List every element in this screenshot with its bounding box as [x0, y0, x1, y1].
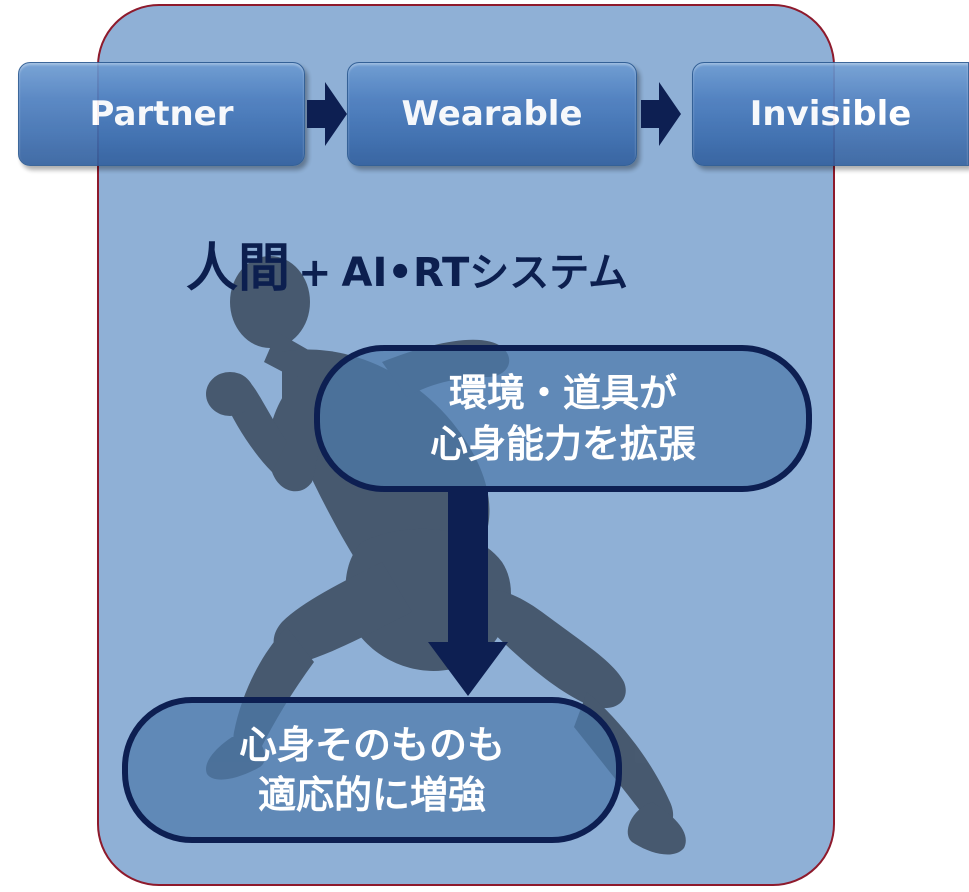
environment-tools-line-1: 環境・道具が — [448, 371, 677, 416]
step-arrow-2-icon — [641, 82, 681, 146]
environment-tools-box: 環境・道具が 心身能力を拡張 — [314, 345, 812, 492]
step-invisible-label: Invisible — [749, 94, 912, 134]
body-mind-line-1: 心身そのものも — [238, 722, 505, 767]
heading-plus: + — [298, 250, 332, 296]
step-partner-label: Partner — [89, 94, 234, 134]
arrow-down-icon — [428, 492, 508, 696]
heading-ai-rt-system: AI•RTシステム — [341, 250, 629, 296]
main-heading: 人間 + AI•RTシステム — [186, 226, 746, 299]
step-wearable: Wearable — [347, 62, 637, 166]
step-arrow-1-icon — [307, 82, 347, 146]
step-wearable-label: Wearable — [401, 94, 583, 134]
body-mind-enhancement-box: 心身そのものも 適応的に増強 — [122, 697, 622, 843]
body-mind-line-2: 適応的に増強 — [257, 773, 486, 817]
environment-tools-line-2: 心身能力を拡張 — [429, 421, 696, 466]
heading-kanji: 人間 — [186, 239, 291, 299]
step-invisible: Invisible — [692, 62, 969, 166]
step-partner: Partner — [18, 62, 305, 166]
